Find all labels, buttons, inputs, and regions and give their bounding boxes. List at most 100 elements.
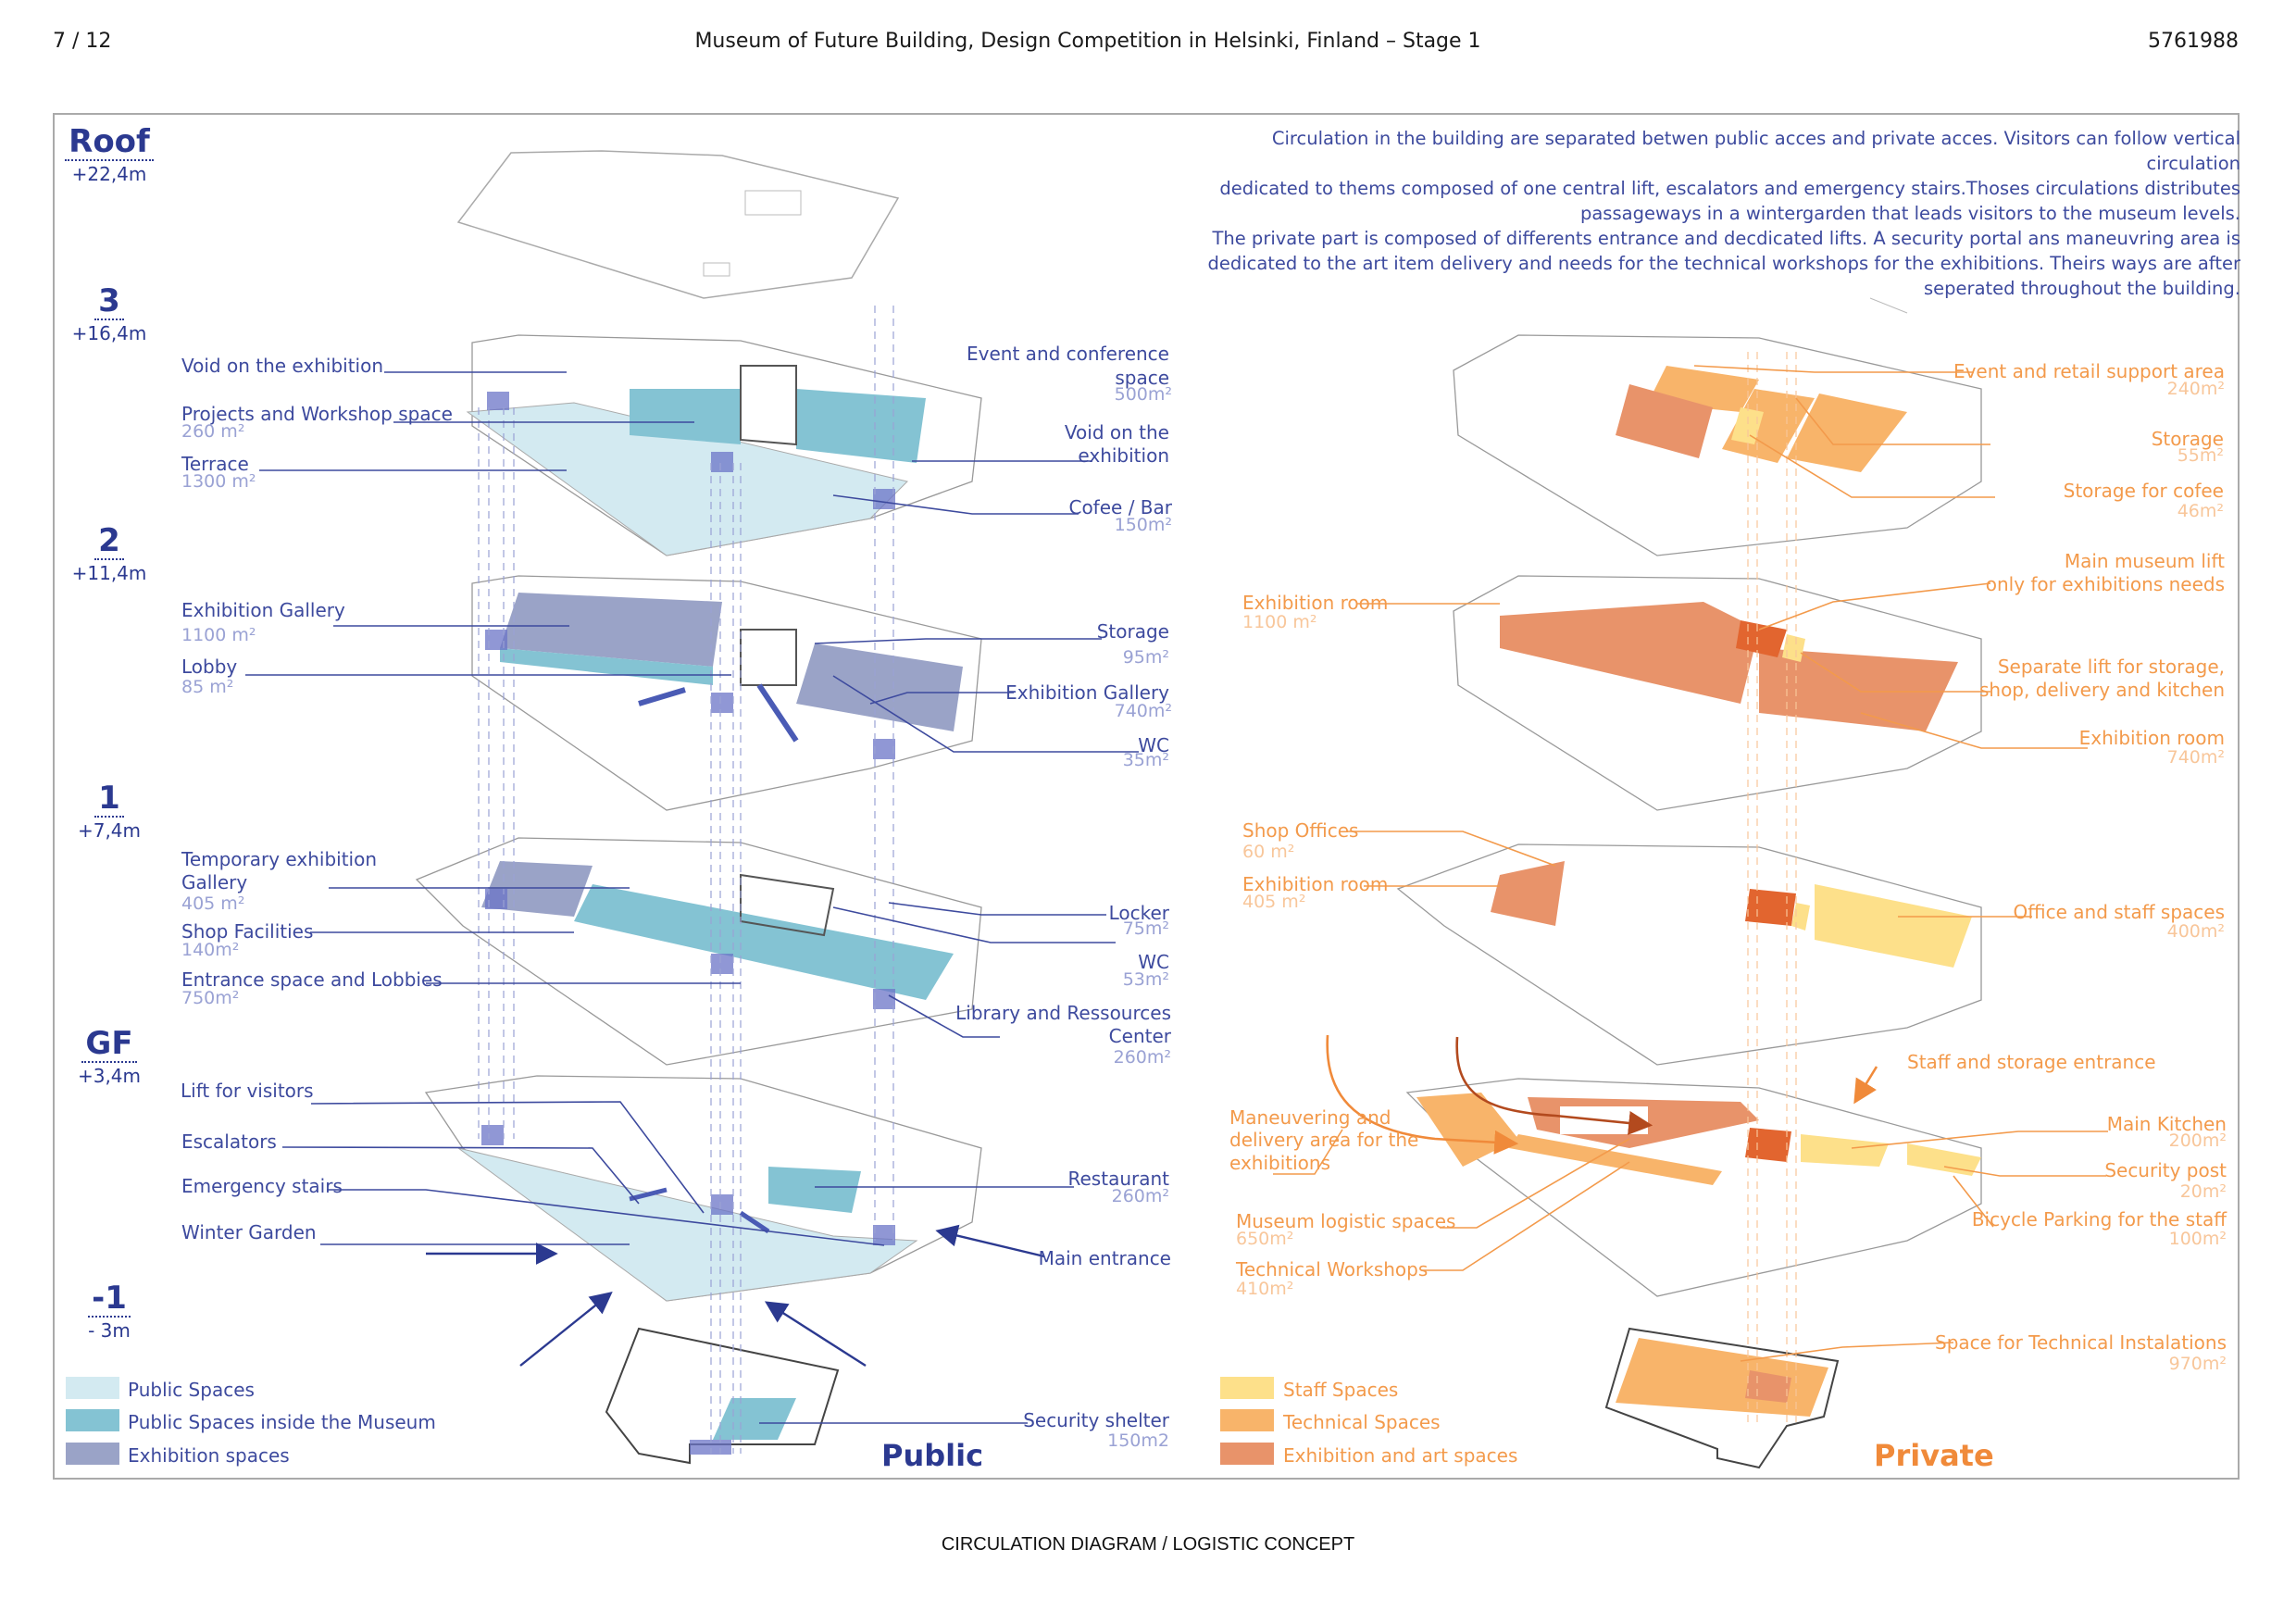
- label-staff-storage-entrance: Staff and storage entrance: [1907, 1051, 2156, 1073]
- legend-swatch-technical-spaces: [1220, 1409, 1274, 1431]
- private-arrows: [1326, 1034, 1878, 1155]
- area-event-retail-support: 240m²: [2166, 379, 2225, 399]
- area-terrace: 1300 m²: [181, 471, 256, 492]
- section-title-private: Private: [1874, 1438, 1994, 1473]
- label-separate-lift-line2: shop, delivery and kitchen: [1978, 679, 2225, 701]
- description-line: The private part is composed of differen…: [1212, 228, 2240, 249]
- label-separate-lift: Separate lift for storage,: [1997, 656, 2225, 678]
- label-void-exhibition-right-line2: exhibition: [1078, 444, 1169, 467]
- area-shop-facilities: 140m²: [181, 940, 240, 960]
- area-cofee-bar: 150m²: [1114, 515, 1172, 535]
- description-line: seperated throughout the building.: [1924, 278, 2240, 299]
- description-line: passageways in a wintergarden that leads…: [1579, 203, 2240, 224]
- label-main-entrance: Main entrance: [1038, 1247, 1171, 1269]
- label-emergency-stairs: Emergency stairs: [181, 1175, 343, 1197]
- level-elevation: +16,4m: [71, 321, 147, 344]
- entry-id: 5761988: [2148, 30, 2239, 53]
- label-locker: Locker: [1108, 902, 1169, 924]
- label-temporary-exhibition: Temporary exhibition: [181, 848, 378, 870]
- private-roof-edge: [1869, 297, 1908, 314]
- private-level-3-plate: [1453, 334, 1982, 556]
- label-restaurant: Restaurant: [1067, 1168, 1170, 1190]
- area-exhibition-room-740: 740m²: [2166, 747, 2225, 768]
- area-security-shelter: 150m2: [1107, 1430, 1169, 1451]
- private-level-2-plate: [1453, 575, 1982, 811]
- label-library: Library and Ressources: [955, 1002, 1171, 1024]
- area-library: 260m²: [1113, 1047, 1171, 1068]
- label-projects-workshop: Projects and Workshop space: [181, 403, 453, 425]
- area-exhibition-room-1: 405 m²: [1242, 892, 1306, 912]
- label-event-conference-line2: space: [1115, 367, 1169, 389]
- legend-technical-spaces: Technical Spaces: [1283, 1411, 1441, 1433]
- area-lobby: 85 m²: [181, 677, 234, 697]
- label-security-post: Security post: [2104, 1159, 2227, 1181]
- area-entrance-lobbies: 750m²: [181, 988, 240, 1008]
- label-temporary-exhibition-line2: Gallery: [181, 871, 248, 893]
- page-number: 7 / 12: [53, 30, 112, 53]
- area-security-post: 20m²: [2179, 1181, 2227, 1202]
- level-name: Roof: [65, 125, 154, 161]
- label-exhibition-room-740: Exhibition room: [2078, 727, 2225, 749]
- area-technical-instalations: 970m²: [2168, 1354, 2227, 1374]
- label-storage-private: Storage: [2151, 428, 2224, 450]
- private-vertical-circulation: [1747, 352, 1797, 1426]
- legend-exhibition-art: Exhibition and art spaces: [1283, 1444, 1518, 1467]
- circulation-description: Circulation in the building are separate…: [1185, 126, 2240, 301]
- label-storage: Storage: [1096, 620, 1169, 643]
- level-gf: GF+3,4m: [58, 1027, 160, 1087]
- label-event-retail-support: Event and retail support area: [1953, 360, 2225, 382]
- label-storage-cofee: Storage for cofee: [2063, 480, 2224, 502]
- label-lift-visitors: Lift for visitors: [181, 1080, 314, 1102]
- area-storage-private: 55m²: [2177, 445, 2224, 466]
- label-winter-garden: Winter Garden: [181, 1221, 317, 1243]
- public-roof-plate: [456, 150, 900, 299]
- private-ground-floor-plate: [1405, 1078, 1982, 1297]
- description-line: dedicated to thems composed of one centr…: [1219, 178, 2240, 199]
- legend-staff-spaces: Staff Spaces: [1283, 1379, 1399, 1401]
- level-1: 1+7,4m: [58, 781, 160, 841]
- arrow-icon: [519, 1291, 613, 1367]
- art-delivery-arrow-icon: [1455, 1036, 1653, 1135]
- level-name: GF: [81, 1027, 137, 1063]
- section-title-public: Public: [881, 1438, 984, 1473]
- level-elevation: +11,4m: [71, 561, 147, 584]
- description-line: Circulation in the building are separate…: [1271, 128, 2240, 174]
- level-elevation: +3,4m: [77, 1064, 142, 1087]
- delivery-route-arrow-icon: [1326, 1034, 1519, 1155]
- level-3: 3+16,4m: [58, 284, 160, 344]
- level-name: -1: [88, 1281, 131, 1318]
- public-level-3-plate: [466, 334, 982, 556]
- area-museum-logistic: 650m²: [1236, 1229, 1294, 1249]
- level-2: 2+11,4m: [58, 524, 160, 584]
- public-ground-floor-plate: [424, 1075, 982, 1302]
- label-maneuvering: Maneuvering and: [1229, 1106, 1391, 1129]
- public-arrows: [426, 1224, 1045, 1368]
- label-technical-workshops: Technical Workshops: [1236, 1258, 1429, 1280]
- staff-entrance-arrow-icon: [1853, 1066, 1878, 1105]
- level-name: 2: [94, 524, 124, 560]
- legend-public-inside: Public Spaces inside the Museum: [128, 1411, 436, 1433]
- label-exhibition-room-1: Exhibition room: [1242, 873, 1389, 895]
- area-exhibition-room-2: 1100 m²: [1242, 612, 1317, 632]
- sheet-footer-caption: CIRCULATION DIAGRAM / LOGISTIC CONCEPT: [941, 1534, 1355, 1555]
- area-restaurant: 260m²: [1111, 1186, 1169, 1206]
- area-exhibition-gallery-right: 740m²: [1114, 701, 1172, 721]
- legend-swatch-exhibition-art: [1220, 1443, 1274, 1465]
- label-main-museum-lift-line2: only for exhibitions needs: [1985, 573, 2225, 595]
- label-void-exhibition-right: Void on the: [1064, 421, 1169, 443]
- area-shop-offices: 60 m²: [1242, 842, 1295, 862]
- description-line: dedicated to the art item delivery and n…: [1207, 253, 2240, 274]
- legend-swatch-exhibition-spaces: [66, 1443, 119, 1465]
- area-bicycle-parking: 100m²: [2168, 1229, 2227, 1249]
- label-wc-1: WC: [1138, 951, 1169, 973]
- label-museum-logistic: Museum logistic spaces: [1236, 1210, 1456, 1232]
- public-level-1-plate: [415, 837, 982, 1066]
- legend-exhibition-spaces: Exhibition spaces: [128, 1444, 290, 1467]
- legend-swatch-staff-spaces: [1220, 1377, 1274, 1399]
- public-leader-lines: [245, 371, 1139, 1424]
- area-office-staff: 400m²: [2166, 921, 2225, 942]
- label-maneuvering-line2: delivery area for the: [1229, 1129, 1419, 1151]
- label-cofee-bar: Cofee / Bar: [1068, 496, 1172, 518]
- label-exhibition-gallery: Exhibition Gallery: [181, 599, 345, 621]
- sheet-frame: [53, 113, 2240, 1480]
